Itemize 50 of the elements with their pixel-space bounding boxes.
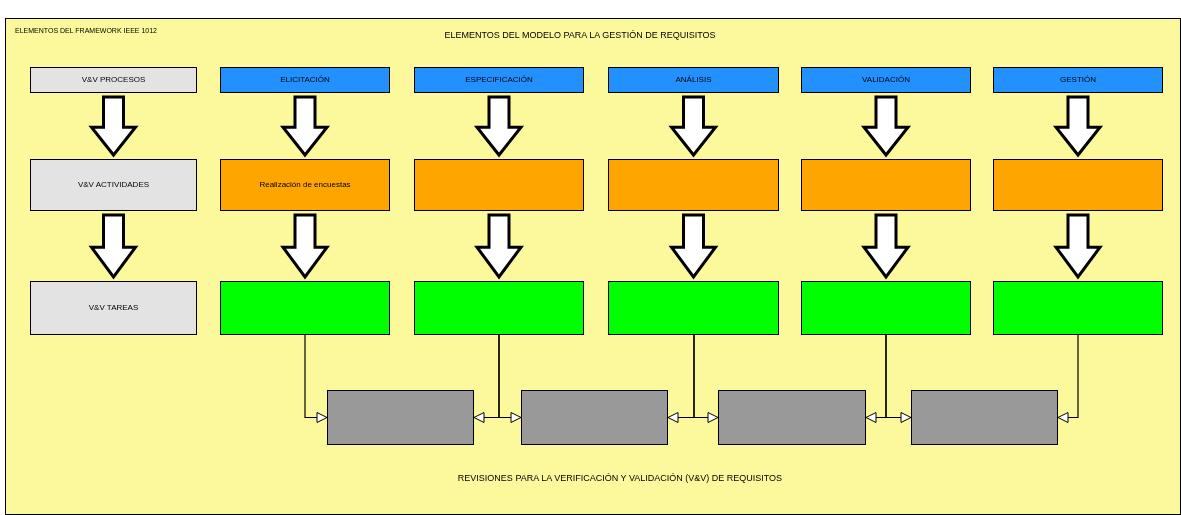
block-arrow: [88, 95, 139, 158]
process-box: [993, 159, 1163, 211]
block-arrow: [474, 213, 524, 280]
review-box: [521, 390, 668, 445]
box-label: Realización de encuestas: [258, 179, 352, 191]
arrow: [693, 334, 719, 423]
block-arrow: [860, 95, 912, 158]
box-label: V&V ACTIVIDADES: [76, 179, 151, 191]
ieee-element-box: [30, 67, 197, 93]
arrow: [1057, 334, 1079, 423]
block-arrow: [1053, 213, 1103, 280]
process-box: [414, 281, 584, 335]
box-label: GESTIÓN: [1059, 74, 1097, 86]
diagram-title: ELEMENTOS DEL MODELO PARA LA GESTIÓN DE REQUISITOS: [443, 29, 717, 42]
block-arrow: [1052, 95, 1104, 158]
process-box: [608, 159, 779, 211]
process-box: [220, 67, 390, 93]
block-arrow: [473, 95, 525, 158]
process-box: [801, 67, 971, 93]
ieee-element-box: [30, 281, 197, 335]
footer-note: REVISIONES PARA LA VERIFICACIÓN Y VALIDACIÓN (V&V) DE REQUISITOS: [456, 472, 784, 485]
process-box: [993, 67, 1163, 93]
block-arrow: [668, 95, 719, 158]
box-label: V&V PROCESOS: [80, 74, 147, 86]
process-box: [414, 159, 584, 211]
box-label: ELICITACIÓN: [279, 74, 331, 86]
process-box: [801, 159, 971, 211]
ieee-element-box: [30, 159, 197, 211]
arrow: [498, 334, 522, 423]
review-box: [911, 390, 1058, 445]
process-box: [220, 159, 390, 211]
block-arrow: [88, 213, 139, 280]
review-box: [327, 390, 474, 445]
arrow: [885, 334, 912, 423]
block-arrow: [280, 213, 330, 280]
box-label: ANÁLISIS: [674, 74, 713, 86]
process-box: [608, 67, 779, 93]
process-box: [220, 281, 390, 335]
process-box: [608, 281, 779, 335]
process-box: [993, 281, 1163, 335]
block-arrow: [668, 213, 719, 280]
block-arrow: [861, 213, 911, 280]
arrow: [304, 334, 328, 423]
box-label: V&V TAREAS: [87, 302, 140, 314]
review-box: [718, 390, 866, 445]
process-box: [801, 281, 971, 335]
box-label: ESPECIFICACIÓN: [464, 74, 534, 86]
block-arrow: [279, 95, 331, 158]
box-label: VALIDACIÓN: [861, 74, 911, 86]
process-box: [414, 67, 584, 93]
